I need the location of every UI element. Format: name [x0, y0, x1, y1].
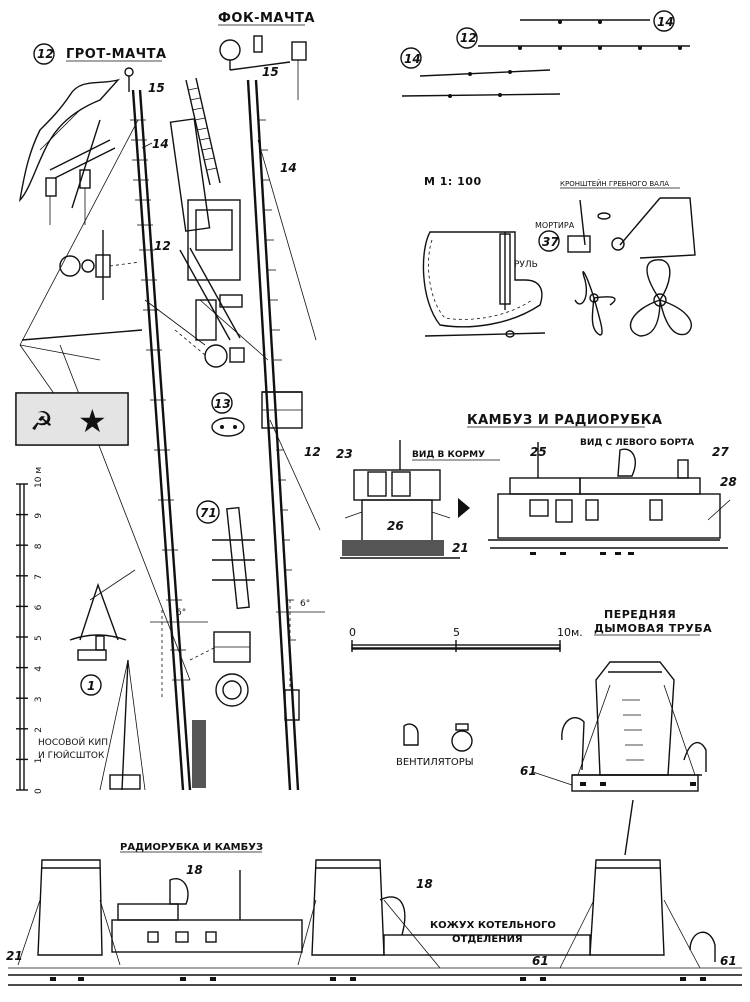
main-mast-title: ГРОТ-МАЧТА [66, 47, 167, 62]
front-funnel [561, 661, 707, 792]
svg-text:12: 12 [460, 31, 477, 45]
callout-27: 27 [712, 445, 729, 459]
view-port-label: ВИД С ЛЕВОГО БОРТА [580, 438, 694, 448]
callout-12-fore: 12 [304, 445, 321, 459]
hscale-tick-label: 5 [453, 626, 460, 639]
radio-galley-bottom-label: РАДИОРУБКА И КАМБУЗ [120, 842, 263, 853]
vscale-tick-label: 5 [34, 635, 44, 641]
vscale-tick-label: 9 [34, 513, 44, 519]
vscale-tick-label: 3 [34, 696, 44, 702]
pennant-flag [18, 78, 121, 203]
block-detail [45, 119, 116, 225]
front-funnel-title-1: ПЕРЕДНЯЯ [604, 608, 676, 621]
vscale-tick-label: 0 [34, 788, 44, 794]
fitting-13-detail: 13 [174, 329, 245, 437]
svg-text:37: 37 [542, 235, 559, 249]
hscale-tick-label: 10м. [557, 626, 583, 639]
boiler-casing-label-1: КОЖУХ КОТЕЛЬНОГО [430, 920, 556, 931]
ventilator-cowl-icon [403, 723, 419, 746]
fore-mast-title: ФОК-МАЧТА [218, 11, 315, 26]
ladder-detail [169, 77, 243, 341]
angle-main: 6° [176, 608, 186, 618]
vscale-tick-label: 10 м [34, 467, 44, 488]
vscale-tick-label: 8 [34, 543, 44, 549]
galley-aft-view [340, 440, 460, 559]
callout-61-bottom-a: 61 [532, 954, 549, 968]
callout-12-main: 12 [33, 43, 55, 65]
main-mast-pole [131, 89, 185, 791]
callout-1: 1 [80, 674, 102, 696]
jackstaff [99, 659, 146, 791]
vscale-tick-label: 4 [34, 666, 44, 672]
ventilators-detail [403, 723, 473, 752]
callout-21-aft: 21 [452, 541, 469, 555]
svg-text:71: 71 [200, 506, 217, 520]
callout-37: 37 [538, 230, 560, 252]
funnel-leader-line [624, 799, 634, 856]
boiler-casing-label-2: ОТДЕЛЕНИЯ [452, 934, 523, 945]
front-funnel-title-2: ДЫМОВАЯ ТРУБА [594, 622, 712, 635]
horizontal-scale: 0 5 10м. [349, 626, 583, 652]
ventilators-label: ВЕНТИЛЯТОРЫ [396, 757, 474, 768]
svg-text:12: 12 [37, 47, 54, 61]
scale-ratio: М 1: 100 [424, 175, 482, 188]
naval-jack-flag: ☭ ★ [15, 392, 129, 446]
callout-71-detail: 71 [196, 500, 255, 610]
mortar-label: МОРТИРА [535, 221, 575, 230]
vscale-tick-label: 1 [34, 758, 44, 764]
hull-elevation [8, 859, 742, 986]
hscale-tick-label: 0 [349, 626, 356, 639]
callout-14-yards-a: 14 [653, 10, 675, 32]
callout-18-b: 18 [416, 877, 433, 891]
view-aft-label: ВИД В КОРМУ [412, 450, 485, 460]
bow-chock-label-2: И ГЮЙСШТОК [38, 749, 105, 761]
callout-14-main: 14 [152, 137, 169, 151]
propeller-bracket-label: КРОНШТЕЙН ГРЕБНОГО ВАЛА [560, 179, 669, 188]
fore-mast: 15 14 12 6° [199, 35, 325, 791]
angle-fore: 6° [300, 599, 310, 609]
rudder-detail [422, 231, 546, 338]
rudder-label: РУЛЬ [514, 260, 538, 270]
ventilator-mushroom-icon [451, 730, 473, 752]
propeller-front [629, 259, 692, 337]
galley-port-view [488, 442, 731, 555]
star-icon: ★ [78, 402, 107, 440]
callout-61-bottom-b: 61 [720, 954, 737, 968]
cargo-boom [21, 329, 143, 341]
vscale-tick-label: 6 [34, 604, 44, 610]
callout-21-bottom: 21 [6, 949, 23, 963]
galley-radio-title: КАМБУЗ И РАДИОРУБКА [467, 413, 662, 428]
bow-chock-label-1: НОСОВОЙ КИП [38, 736, 108, 748]
svg-text:14: 14 [657, 15, 674, 29]
svg-text:1: 1 [87, 679, 95, 693]
callout-61-funnel: 61 [520, 764, 537, 778]
yards-detail [401, 19, 690, 98]
direction-arrow-icon [458, 498, 470, 518]
nav-light-detail [59, 230, 141, 300]
vscale-tick-label: 2 [34, 727, 44, 733]
mast-band-detail [189, 631, 251, 707]
callout-28: 28 [720, 475, 737, 489]
callout-25: 25 [530, 445, 547, 459]
callout-12-main-b: 12 [154, 239, 171, 253]
propeller-bracket-detail [567, 197, 696, 259]
callout-12-yards: 12 [456, 27, 478, 49]
callout-15-main: 15 [148, 81, 165, 95]
hammer-sickle-icon: ☭ [30, 407, 53, 437]
chock-detail [69, 569, 136, 661]
callout-15-fore: 15 [262, 65, 279, 79]
callout-18-a: 18 [186, 863, 203, 877]
vertical-scale: 0 1 2 3 4 5 6 7 8 9 10 м [16, 467, 44, 794]
svg-text:14: 14 [404, 52, 421, 66]
svg-text:13: 13 [214, 397, 231, 411]
callout-14-fore: 14 [280, 161, 297, 175]
vscale-tick-label: 7 [34, 574, 44, 580]
callout-23: 23 [336, 447, 353, 461]
mast-base-hatch [192, 720, 206, 788]
callout-26-aft: 26 [387, 519, 404, 533]
callout-14-yards-b: 14 [400, 47, 422, 69]
propeller-side [574, 271, 616, 336]
